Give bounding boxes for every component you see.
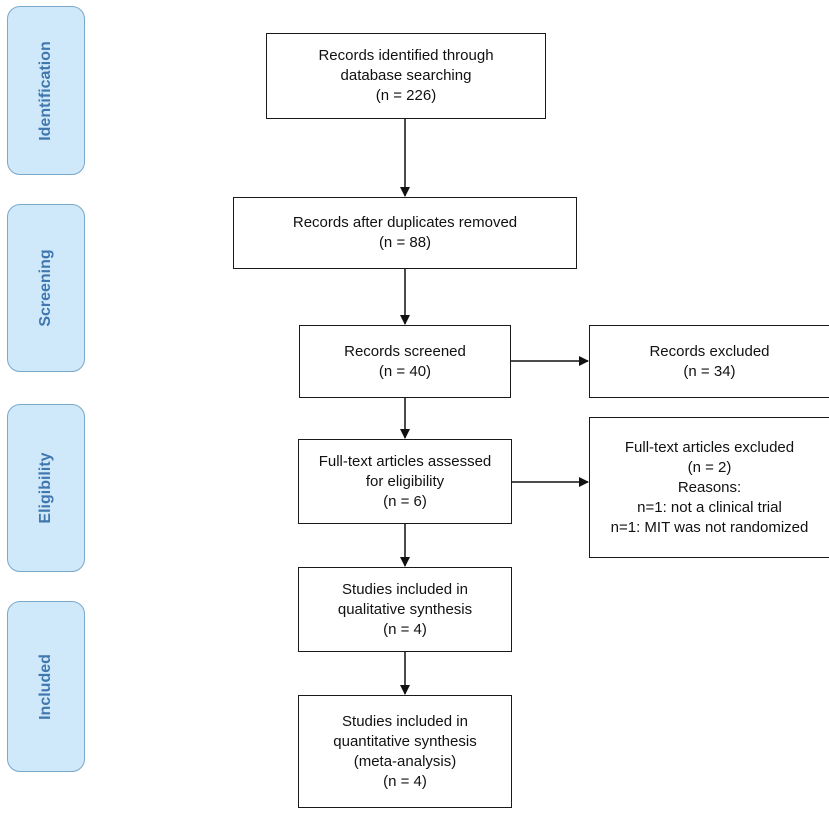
quantitative-synthesis-box: Studies included in quantitative synthes… [298,695,512,808]
box-line: (n = 2) [687,458,732,476]
fulltext-assessed-text: Full-text articles assessed for eligibil… [319,452,492,512]
records-identified-text: Records identified through database sear… [318,46,493,106]
box-line: (n = 88) [378,234,432,251]
box-line: Records identified through [318,47,494,64]
box-line: (n = 226) [375,87,437,104]
box-line: Full-text articles assessed [318,452,492,470]
stage-identification: Identification [7,6,85,175]
records-screened-box: Records screened (n = 40) [299,325,511,398]
duplicates-removed-text: Records after duplicates removed (n = 88… [293,213,517,253]
box-line: Full-text articles excluded [624,438,795,456]
stage-screening: Screening [7,204,85,372]
box-line: (n = 34) [683,362,736,380]
records-excluded-text: Records excluded (n = 34) [649,342,769,382]
records-identified-box: Records identified through database sear… [266,33,546,119]
box-line: n=1: MIT was not randomized [610,518,809,536]
box-line: Studies included in [342,580,468,598]
records-excluded-box: Records excluded (n = 34) [589,325,829,398]
box-line: n=1: not a clinical trial [637,498,782,516]
fulltext-assessed-box: Full-text articles assessed for eligibil… [298,439,512,524]
qualitative-synthesis-text: Studies included in qualitative synthesi… [338,580,472,640]
duplicates-removed-box: Records after duplicates removed (n = 88… [233,197,577,269]
box-line: Reasons: [677,478,742,496]
box-line: Records after duplicates removed [292,214,518,231]
box-line: (n = 40) [378,362,432,380]
records-screened-text: Records screened (n = 40) [344,342,466,382]
box-line: Studies included in [342,712,468,730]
box-line: for eligibility [365,472,445,490]
box-line: quantitative synthesis [333,732,477,750]
quantitative-synthesis-text: Studies included in quantitative synthes… [333,712,476,792]
box-line: (n = 6) [383,492,427,510]
stage-eligibility: Eligibility [7,404,85,572]
stage-included: Included [7,601,85,772]
qualitative-synthesis-box: Studies included in qualitative synthesi… [298,567,512,652]
fulltext-excluded-text: Full-text articles excluded (n = 2) Reas… [611,438,809,538]
box-line: (n = 4) [383,772,427,790]
box-line: (meta-analysis) [353,752,457,770]
box-line: (n = 4) [383,620,427,638]
box-line: qualitative synthesis [337,600,473,618]
box-line: Records excluded [649,342,770,360]
box-line: Records screened [344,342,466,360]
fulltext-excluded-box: Full-text articles excluded (n = 2) Reas… [589,417,829,558]
box-line: database searching [340,67,472,84]
